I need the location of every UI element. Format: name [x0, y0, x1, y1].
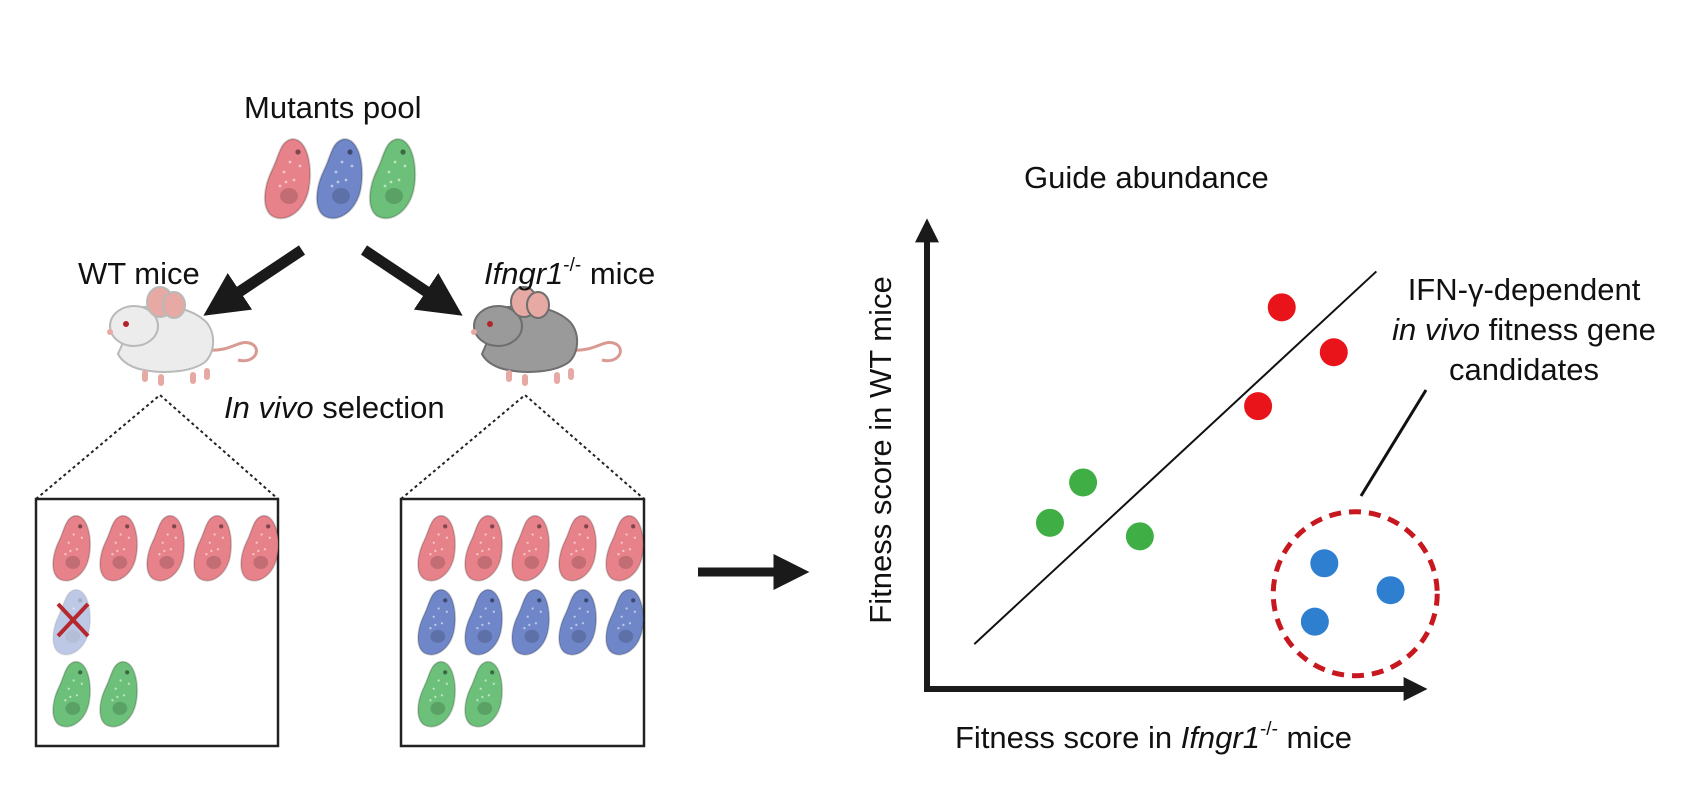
x-axis-label-superscript: -/- — [1259, 719, 1278, 740]
red-data-point — [1244, 392, 1273, 421]
blue-mutant-icon — [511, 588, 551, 656]
red-mutant-icon — [52, 514, 92, 582]
red-mutant-icon — [558, 514, 598, 582]
candidates-annotation: IFN-γ-dependent in vivo fitness gene can… — [1364, 270, 1684, 390]
green-data-point — [1035, 508, 1064, 537]
annotation-line-2: in vivo fitness gene — [1364, 310, 1684, 350]
blue-mutant-icon — [464, 588, 504, 656]
selection-italic: In vivo — [224, 390, 314, 425]
blue-mutant-icon — [315, 137, 364, 220]
blue-data-point — [1376, 576, 1405, 605]
ko-gene-superscript: -/- — [563, 255, 582, 276]
y-axis-label: Fitness score in WT mice — [863, 276, 898, 624]
ko-mice-suffix: mice — [581, 256, 656, 291]
mutants-pool — [263, 137, 417, 220]
annotation-line-1: IFN-γ-dependent — [1407, 272, 1641, 307]
identity-line — [973, 270, 1378, 645]
arrow-to-wt — [203, 245, 306, 316]
red-mutant-icon — [263, 137, 312, 220]
annotation-line-3: candidates — [1449, 352, 1599, 387]
red-mutant-icon — [464, 514, 504, 582]
ko-gene-name: Ifngr1 — [484, 256, 564, 291]
x-axis-label: Fitness score in Ifngr1-/- mice — [955, 720, 1352, 756]
blue-mutant-icon — [605, 588, 645, 656]
red-mutant-icon — [99, 514, 139, 582]
green-mutant-icon — [99, 660, 139, 728]
wt-surviving-mutants — [52, 514, 280, 728]
blue-mutant-icon — [558, 588, 598, 656]
green-data-point — [1069, 468, 1098, 497]
blue-mutant-icon — [417, 588, 457, 656]
selection-label: In vivo selection — [224, 390, 445, 426]
selection-text: selection — [313, 390, 445, 425]
ko-population-box — [399, 497, 646, 748]
x-axis-label-prefix: Fitness score in — [955, 720, 1181, 755]
red-mutant-icon — [511, 514, 551, 582]
wt-mice-label: WT mice — [78, 256, 200, 291]
red-mutant-icon — [146, 514, 186, 582]
x-axis-label-gene: Ifngr1 — [1180, 720, 1260, 755]
red-mutant-icon — [417, 514, 457, 582]
candidate-dashed-circle — [1270, 509, 1440, 679]
wt-population-box — [34, 497, 280, 748]
eliminated-cross-icon — [56, 602, 90, 638]
knockout-mouse-icon — [471, 286, 622, 386]
chart-title: Guide abundance — [1024, 160, 1269, 195]
wt-mouse-icon — [107, 286, 258, 386]
red-data-point — [1267, 293, 1296, 322]
annotation-line-2-rest: fitness gene — [1480, 312, 1656, 347]
wt-zoom-lines — [35, 393, 279, 500]
arrow-to-ko — [360, 245, 463, 316]
pool-title: Mutants pool — [244, 90, 422, 125]
annotation-pointer — [1359, 389, 1428, 497]
green-mutant-icon — [417, 660, 457, 728]
green-mutant-icon — [464, 660, 504, 728]
red-data-point — [1319, 338, 1348, 367]
red-mutant-icon — [240, 514, 280, 582]
green-data-point — [1125, 522, 1154, 551]
x-axis-label-suffix: mice — [1277, 720, 1352, 755]
ko-mice-label: Ifngr1-/- mice — [484, 256, 655, 292]
scatter-chart — [915, 218, 1440, 701]
green-mutant-icon — [368, 137, 417, 220]
ko-surviving-mutants — [417, 514, 645, 728]
blue-data-point — [1300, 607, 1329, 636]
annotation-italic: in vivo — [1392, 312, 1481, 347]
green-mutant-icon — [52, 660, 92, 728]
red-mutant-icon — [605, 514, 645, 582]
red-mutant-icon — [193, 514, 233, 582]
blue-data-point — [1310, 549, 1339, 578]
